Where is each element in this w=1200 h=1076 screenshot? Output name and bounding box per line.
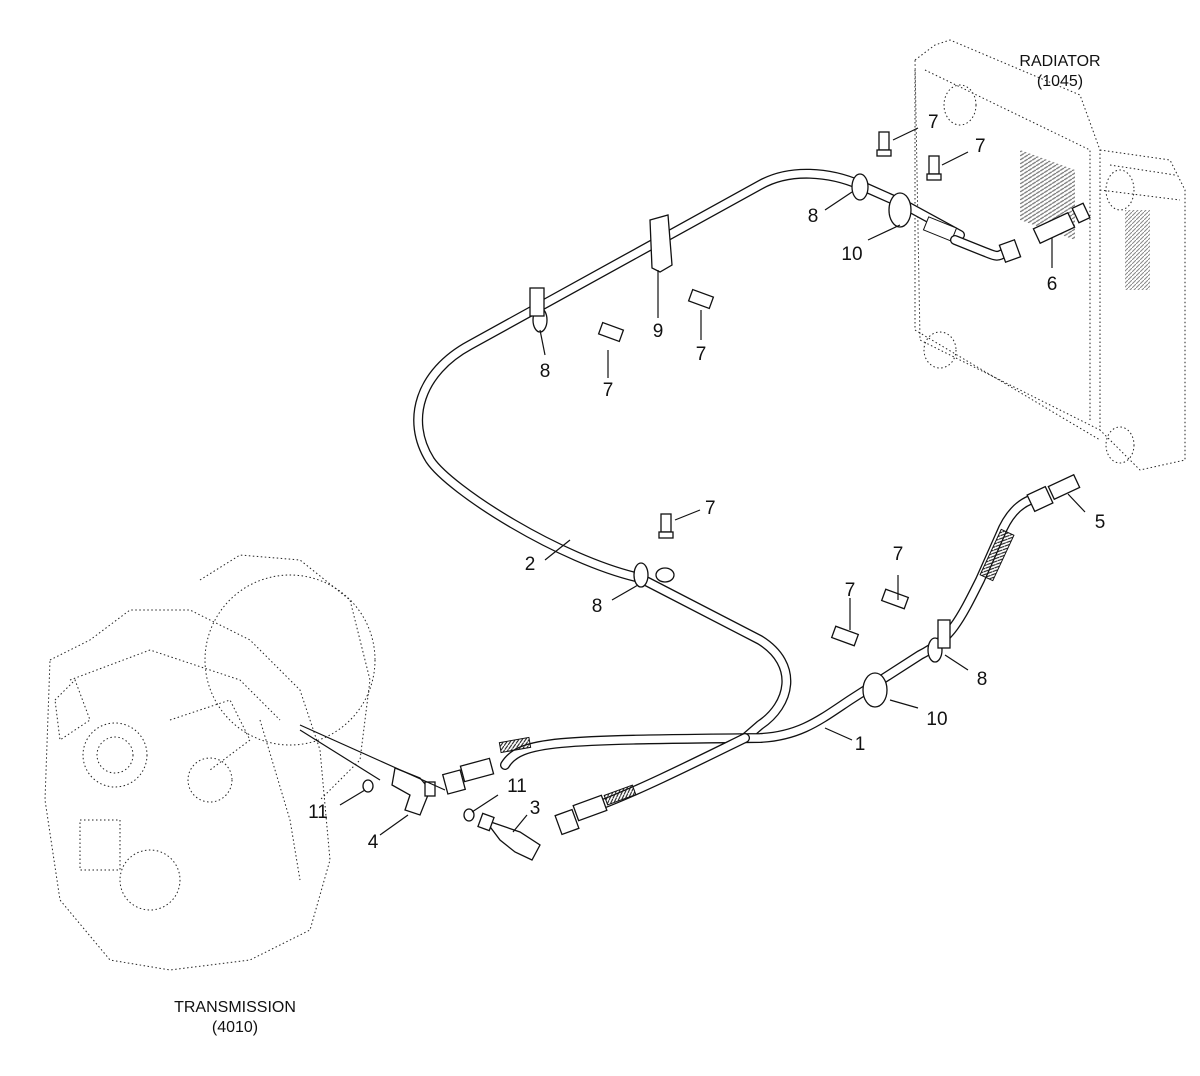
adapter-fitting-6 xyxy=(1032,202,1091,245)
callout-7: 7 xyxy=(603,380,614,401)
hose-end-fittings xyxy=(441,757,608,836)
callout-7: 7 xyxy=(975,136,986,157)
transmission-label: TRANSMISSION xyxy=(174,999,296,1016)
callout-10: 10 xyxy=(841,244,862,265)
callout-7: 7 xyxy=(696,344,707,365)
pipe-2 xyxy=(413,168,965,743)
adapter-fitting-5 xyxy=(1026,473,1081,513)
callout-11: 11 xyxy=(507,776,527,797)
callout-10: 10 xyxy=(926,709,947,730)
elbow-fitting-3 xyxy=(477,812,541,861)
pipe-1 xyxy=(498,495,1035,810)
transmission-code: (4010) xyxy=(212,1019,258,1036)
callout-8: 8 xyxy=(808,206,819,227)
callout-6: 6 xyxy=(1047,274,1058,295)
radiator-code: (1045) xyxy=(1037,73,1083,90)
clamps xyxy=(529,173,951,708)
elbow-fitting-4 xyxy=(391,767,436,816)
callout-3: 3 xyxy=(530,798,541,819)
callout-11: 11 xyxy=(308,802,328,823)
o-ring-11-right xyxy=(463,808,475,822)
callout-7: 7 xyxy=(845,580,856,601)
leader-lines xyxy=(339,127,1086,836)
callout-1: 1 xyxy=(855,734,866,755)
callout-8: 8 xyxy=(592,596,603,617)
o-ring-11-left xyxy=(362,779,374,793)
radiator-assembly xyxy=(914,39,1186,471)
callout-7: 7 xyxy=(705,498,716,519)
callout-8: 8 xyxy=(977,669,988,690)
callout-7: 7 xyxy=(893,544,904,565)
bolts xyxy=(597,131,942,647)
callout-5: 5 xyxy=(1095,512,1106,533)
transmission-assembly xyxy=(44,554,376,971)
callout-9: 9 xyxy=(653,321,664,342)
callout-7: 7 xyxy=(928,112,939,133)
radiator-label: RADIATOR xyxy=(1019,53,1100,70)
callout-4: 4 xyxy=(368,832,379,853)
upper-hose xyxy=(922,216,1022,264)
callout-8: 8 xyxy=(540,361,551,382)
callout-labels: 7 7 8 10 6 9 7 8 7 7 2 8 5 7 7 8 10 1 11… xyxy=(308,112,1105,853)
callout-2: 2 xyxy=(525,554,536,575)
